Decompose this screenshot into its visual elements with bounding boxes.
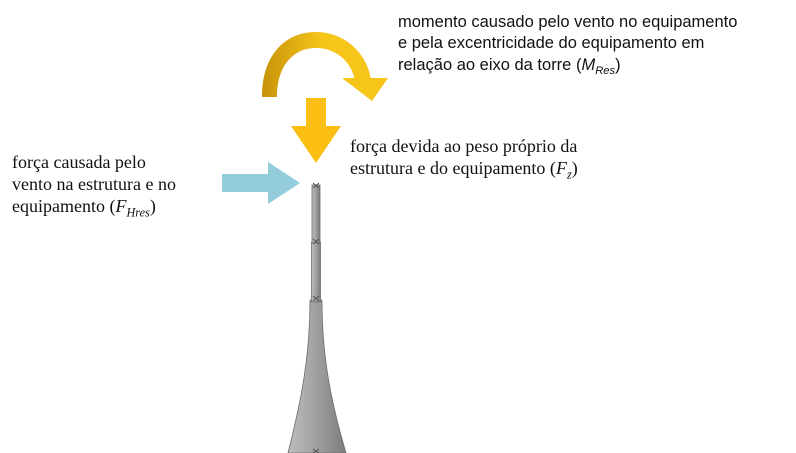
weight-label-suffix: )	[571, 157, 578, 178]
wind-label-prefix: equipamento (	[12, 195, 116, 216]
wind-label-line-1: força causada pelo	[12, 152, 146, 172]
wind-subscript: Hres	[126, 205, 150, 220]
moment-symbol: M	[581, 55, 596, 74]
weight-symbol: F	[555, 157, 567, 178]
moment-arrow	[262, 32, 388, 101]
tower-base	[287, 299, 347, 453]
moment-arrow-head	[342, 78, 388, 101]
wind-label-line-2: vento na estrutura e no	[12, 173, 176, 194]
wind-label: força causada pelo vento na estrutura e …	[12, 152, 222, 220]
wind-symbol: F	[115, 195, 127, 216]
wind-arrow	[222, 162, 300, 204]
weight-label-line-2: estrutura e do equipamento (Fz)	[350, 158, 650, 182]
weight-label-line-1: força devida ao peso próprio da	[350, 136, 578, 156]
wind-label-line-3: equipamento (FHres)	[12, 196, 222, 220]
tower-mast-lower	[311, 241, 321, 303]
moment-label-suffix: )	[615, 55, 621, 74]
moment-label-line-2: e pela excentricidade do equipamento em	[398, 34, 705, 53]
moment-label-line-1: momento causado pelo vento no equipament…	[398, 13, 738, 31]
weight-label-prefix: estrutura e do equipamento (	[350, 157, 556, 178]
weight-arrow	[291, 98, 341, 163]
moment-label-line-3: relação ao eixo da torre (MRes)	[398, 55, 796, 79]
wind-label-suffix: )	[149, 195, 156, 216]
weight-subscript: z	[566, 167, 572, 182]
weight-label: força devida ao peso próprio da estrutur…	[350, 136, 650, 182]
tower-joint-marks	[312, 182, 320, 453]
tower	[287, 182, 347, 453]
moment-label-prefix: relação ao eixo da torre (	[398, 55, 582, 74]
moment-label: momento causado pelo vento no equipament…	[398, 12, 796, 78]
moment-subscript: Res	[595, 64, 616, 77]
moment-arrow-body	[262, 32, 371, 97]
tower-mast-upper	[311, 184, 321, 244]
